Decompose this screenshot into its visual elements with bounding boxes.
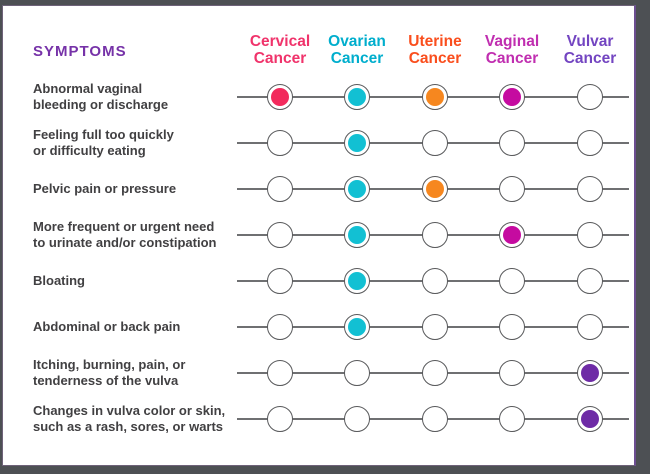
column-header-line: Uterine: [408, 33, 462, 50]
symptom-track: [237, 258, 629, 304]
symptom-dot: [499, 406, 525, 432]
symptom-dot: [422, 406, 448, 432]
symptom-dot: [499, 130, 525, 156]
symptom-dot: [344, 406, 370, 432]
column-header-vulvar-cancer: Vulvar Cancer: [564, 33, 617, 67]
symptom-label-line: tenderness of the vulva: [33, 373, 179, 388]
symptom-row-abdominal-back-pain: Abdominal or back pain: [3, 304, 634, 350]
symptom-dot: [499, 222, 525, 248]
symptom-label-line: bleeding or discharge: [33, 97, 169, 112]
symptom-label-line: to urinate and/or constipation: [33, 235, 217, 250]
symptoms-chart-card: SYMPTOMS Cervical Cancer Ovarian Cancer …: [2, 5, 636, 466]
symptom-dot: [422, 130, 448, 156]
column-header-vaginal-cancer: Vaginal Cancer: [485, 33, 539, 67]
symptom-label-line: Changes in vulva color or skin,: [33, 403, 226, 418]
symptom-row-urination-constipation: More frequent or urgent need to urinate …: [3, 212, 634, 258]
symptom-label-line: Bloating: [33, 273, 85, 288]
column-header-line: Vulvar: [566, 33, 614, 50]
symptom-dot: [577, 84, 603, 110]
symptom-dot: [344, 360, 370, 386]
symptom-track: [237, 350, 629, 396]
symptom-label-line: Abdominal or back pain: [33, 319, 181, 334]
symptom-label-line: Feeling full too quickly: [33, 127, 174, 142]
symptom-dot: [499, 268, 525, 294]
column-header-line: Cancer: [563, 50, 617, 67]
symptom-label: Abdominal or back pain: [3, 319, 235, 335]
symptom-row-pelvic-pain: Pelvic pain or pressure: [3, 166, 634, 212]
symptom-row-feeling-full: Feeling full too quickly or difficulty e…: [3, 120, 634, 166]
symptom-dot: [267, 314, 293, 340]
symptom-dot: [267, 360, 293, 386]
column-header-cervical-cancer: Cervical Cancer: [250, 33, 310, 67]
symptom-label: Itching, burning, pain, or tenderness of…: [3, 357, 235, 389]
symptom-label-line: or difficulty eating: [33, 143, 146, 158]
symptom-dot: [577, 222, 603, 248]
symptom-row-bloating: Bloating: [3, 258, 634, 304]
symptom-label-line: such as a rash, sores, or warts: [33, 419, 224, 434]
symptom-track: [237, 120, 629, 166]
symptom-dot: [422, 268, 448, 294]
symptom-track: [237, 396, 629, 442]
symptom-dot: [577, 176, 603, 202]
symptom-track: [237, 304, 629, 350]
symptom-label: Changes in vulva color or skin, such as …: [3, 403, 235, 435]
column-header-line: Ovarian: [328, 33, 386, 50]
column-header-line: Vaginal: [484, 33, 540, 50]
symptom-dot: [577, 406, 603, 432]
column-header-uterine-cancer: Uterine Cancer: [408, 33, 461, 67]
symptom-dot: [499, 176, 525, 202]
symptom-dot: [499, 314, 525, 340]
symptom-label-line: Itching, burning, pain, or: [33, 357, 186, 372]
symptom-track: [237, 74, 629, 120]
symptom-dot: [344, 84, 370, 110]
symptom-track: [237, 212, 629, 258]
symptom-dot: [344, 268, 370, 294]
symptom-dot: [577, 360, 603, 386]
symptom-dot: [344, 130, 370, 156]
symptom-track: [237, 166, 629, 212]
symptom-dot: [499, 84, 525, 110]
symptom-dot: [499, 360, 525, 386]
symptom-dot: [422, 222, 448, 248]
symptom-dot: [344, 314, 370, 340]
column-header-line: Cancer: [485, 50, 539, 67]
symptom-label-line: Pelvic pain or pressure: [33, 181, 177, 196]
symptom-dot: [422, 84, 448, 110]
symptom-dot: [577, 314, 603, 340]
symptom-dot: [344, 222, 370, 248]
symptom-dot: [344, 176, 370, 202]
symptom-dot: [267, 222, 293, 248]
symptom-dot: [267, 268, 293, 294]
symptom-row-itching-vulva: Itching, burning, pain, or tenderness of…: [3, 350, 634, 396]
symptom-row-abnormal-bleeding: Abnormal vaginal bleeding or discharge: [3, 74, 634, 120]
symptom-label: Bloating: [3, 273, 235, 289]
column-header-line: Cancer: [330, 50, 384, 67]
symptom-label-line: Abnormal vaginal: [33, 81, 143, 96]
symptom-dot: [267, 130, 293, 156]
symptom-dot: [267, 176, 293, 202]
symptom-label-line: More frequent or urgent need: [33, 219, 215, 234]
symptom-rows: Abnormal vaginal bleeding or discharge F…: [3, 74, 634, 442]
column-headers: Cervical Cancer Ovarian Cancer Uterine C…: [237, 33, 629, 73]
symptom-dot: [422, 176, 448, 202]
column-header-line: Cancer: [408, 50, 462, 67]
symptom-dot: [267, 406, 293, 432]
symptom-dot: [577, 130, 603, 156]
symptom-label: Abnormal vaginal bleeding or discharge: [3, 81, 235, 113]
symptom-dot: [422, 314, 448, 340]
symptom-label: More frequent or urgent need to urinate …: [3, 219, 235, 251]
symptom-dot: [267, 84, 293, 110]
column-header-ovarian-cancer: Ovarian Cancer: [328, 33, 386, 67]
column-header-line: Cervical: [249, 33, 311, 50]
symptom-dot: [577, 268, 603, 294]
symptom-label: Pelvic pain or pressure: [3, 181, 235, 197]
symptoms-title: SYMPTOMS: [33, 43, 127, 60]
symptom-row-vulva-skin-changes: Changes in vulva color or skin, such as …: [3, 396, 634, 442]
symptom-dot: [422, 360, 448, 386]
column-header-line: Cancer: [253, 50, 307, 67]
symptom-label: Feeling full too quickly or difficulty e…: [3, 127, 235, 159]
